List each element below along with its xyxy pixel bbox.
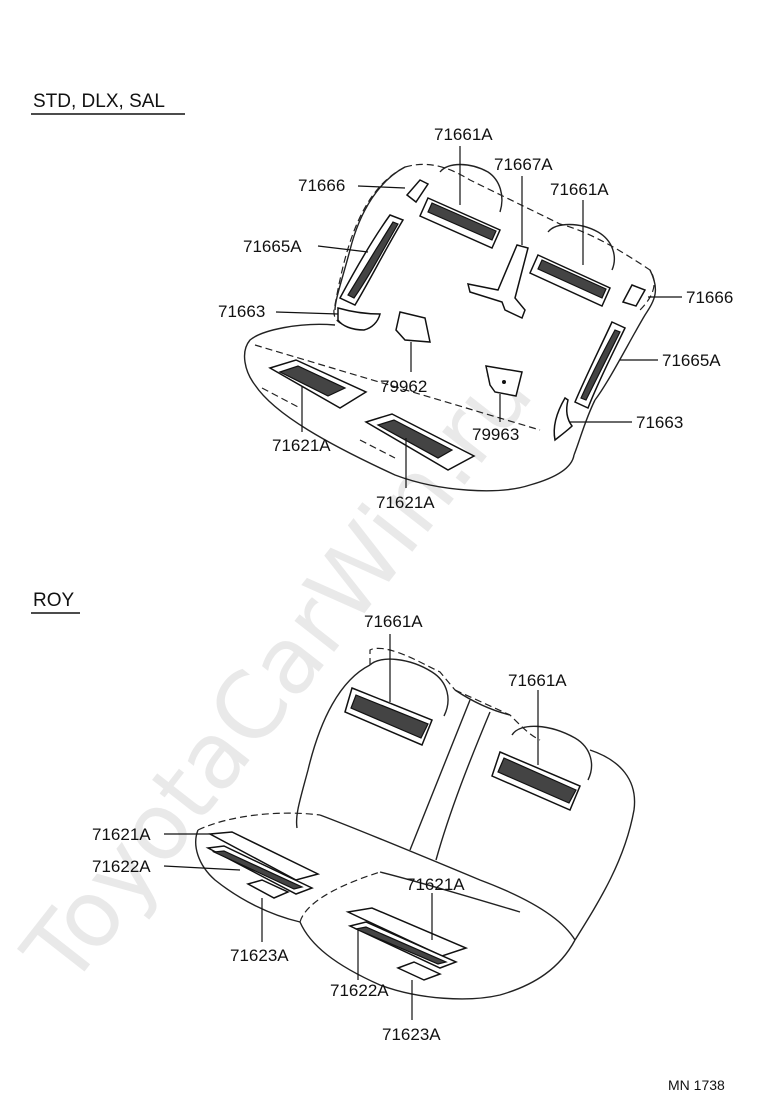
part-71666-right-pad — [621, 284, 647, 307]
label-71665a-right: 71665A — [662, 351, 721, 370]
part-71666-left-pad — [405, 179, 430, 204]
part-79963-bracket — [485, 365, 523, 397]
label-71623a-bottom-left: 71623A — [230, 946, 289, 965]
label-79963: 79963 — [472, 425, 519, 444]
label-71663-left: 71663 — [218, 302, 265, 321]
label-71666-right: 71666 — [686, 288, 733, 307]
label-71661a-bottom-left: 71661A — [364, 612, 423, 631]
part-71665a-right-strip — [574, 321, 627, 410]
label-71661a-top-right: 71661A — [550, 180, 609, 199]
part-79962-bracket — [395, 311, 431, 343]
leader-lines-top — [275, 146, 682, 488]
label-71621a-top-left: 71621A — [272, 436, 331, 455]
label-71663-right: 71663 — [636, 413, 683, 432]
label-71621a-top-right: 71621A — [376, 493, 435, 512]
section-bottom: ROY — [31, 590, 636, 1044]
label-79962: 79962 — [380, 377, 427, 396]
part-71661a-left-pad — [419, 197, 501, 249]
label-71661a-bottom-right: 71661A — [508, 671, 567, 690]
part-71661a-right-pad — [529, 254, 611, 307]
footer-code: MN 1738 — [668, 1077, 725, 1093]
section-title-std-dlx-sal: STD, DLX, SAL — [33, 91, 165, 112]
part-71663-right-pad — [553, 396, 573, 442]
label-71621a-bottom-right: 71621A — [406, 875, 465, 894]
label-71623a-bottom-right: 71623A — [382, 1025, 441, 1044]
label-71622a-bottom-right: 71622A — [330, 981, 389, 1000]
section-title-roy: ROY — [33, 590, 75, 611]
part-71621a-bottom-left-pad — [207, 831, 321, 881]
part-71623a-bottom-right-pad — [396, 961, 442, 981]
seat-outline-bottom — [195, 647, 636, 1000]
seat-outline-top — [243, 163, 657, 492]
part-71661a-bottom-left-pad — [344, 686, 433, 746]
label-71666-left: 71666 — [298, 176, 345, 195]
section-top: STD, DLX, SAL — [31, 91, 733, 512]
label-71661a-top-left: 71661A — [434, 125, 493, 144]
part-71621a-right-pad — [364, 413, 476, 471]
label-71621a-bottom-left: 71621A — [92, 825, 151, 844]
part-71661a-bottom-right-pad — [491, 750, 581, 811]
label-71622a-bottom-left: 71622A — [92, 857, 151, 876]
leader-lines-bottom — [163, 634, 539, 1020]
part-71622a-bottom-right-pad — [347, 921, 458, 969]
label-71665a-left: 71665A — [243, 237, 302, 256]
part-71622a-bottom-left-pad — [205, 845, 314, 895]
part-71663-left-pad — [337, 307, 381, 331]
part-71623a-bottom-left-pad — [246, 879, 290, 899]
label-71667a: 71667A — [494, 155, 553, 174]
part-71667a-bracket — [466, 244, 529, 320]
part-71665a-left-strip — [338, 214, 405, 306]
part-71621a-left-pad — [268, 359, 368, 409]
